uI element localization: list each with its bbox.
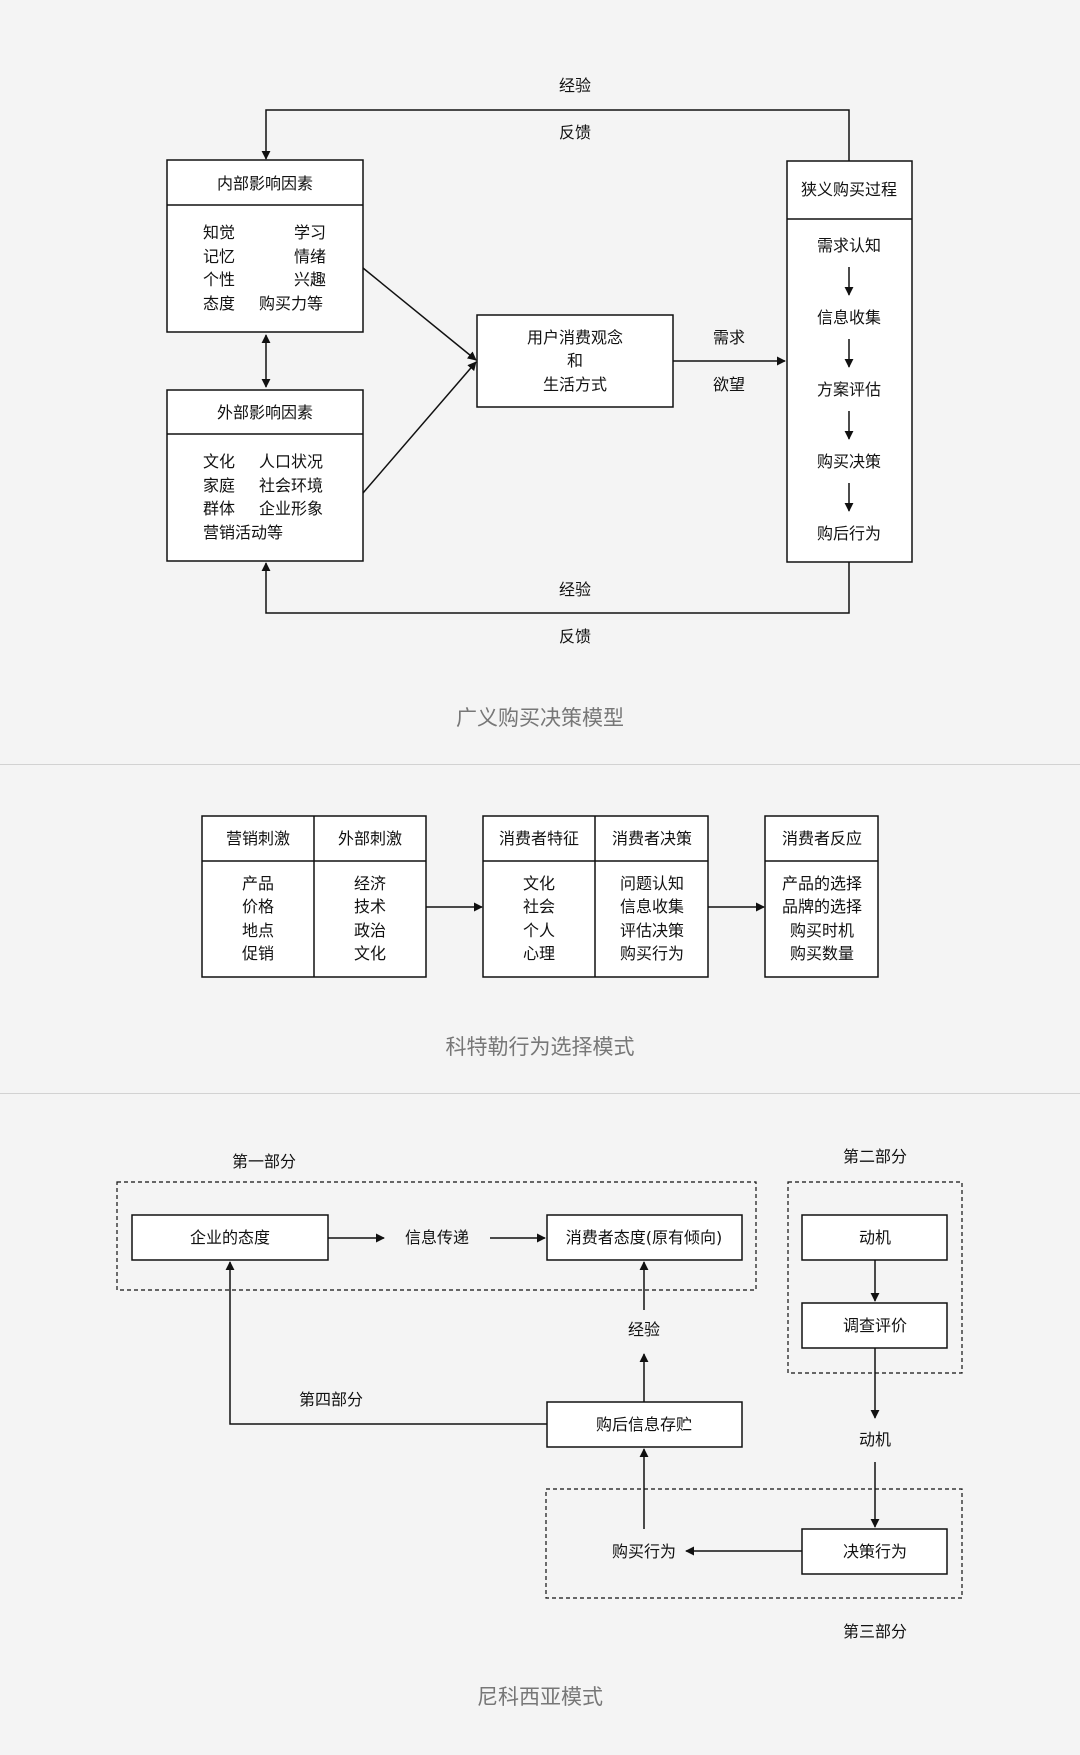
purchase-step: 购买决策 (816, 452, 882, 471)
box-item: 评估决策 (619, 921, 685, 940)
part3-region (545, 1488, 963, 1599)
response-box (764, 815, 879, 978)
bottom-feedback-label: 反馈 (558, 627, 592, 646)
box-item: 产品的选择 (781, 874, 863, 893)
box-item: 购买数量 (789, 944, 855, 963)
internal-item: 学习 (294, 223, 327, 242)
motive-box-label: 动机 (858, 1228, 892, 1247)
box-header: 消费者反应 (781, 829, 863, 848)
storage-label: 购后信息存贮 (595, 1415, 693, 1434)
box-item: 促销 (241, 944, 275, 963)
internal-item: 购买力等 (259, 294, 324, 313)
box-item: 信息收集 (619, 897, 685, 916)
external-factors-box (166, 389, 364, 562)
enterprise-box (131, 1214, 329, 1261)
box-item: 心理 (522, 944, 556, 963)
lifestyle-box (476, 314, 674, 408)
box-item: 品牌的选择 (781, 897, 863, 916)
lifestyle-line: 和 (566, 351, 584, 370)
box-item: 产品 (241, 874, 275, 893)
motive-label: 动机 (858, 1430, 892, 1449)
decision-label: 决策行为 (842, 1542, 908, 1561)
motive-box (801, 1214, 948, 1261)
part1-label: 第一部分 (231, 1152, 297, 1171)
box-item: 地点 (241, 921, 275, 940)
box-header: 外部刺激 (337, 829, 403, 848)
box-item: 文化 (522, 874, 556, 893)
lifestyle-line: 用户消费观念 (526, 328, 624, 347)
info-transfer-label: 信息传递 (404, 1228, 470, 1247)
box-item: 个人 (522, 921, 556, 940)
external-item: 群体 (203, 499, 236, 518)
box-item: 价格 (241, 897, 275, 916)
narrow-purchase-title: 狭义购买过程 (800, 180, 898, 199)
box-header: 消费者决策 (611, 829, 693, 848)
diagram1-caption: 广义购买决策模型 (456, 706, 624, 730)
top-experience-label: 经验 (558, 76, 592, 95)
internal-item: 兴趣 (294, 270, 327, 289)
diagram2-caption: 科特勒行为选择模式 (445, 1035, 635, 1059)
bottom-experience-label: 经验 (558, 580, 592, 599)
external-factors-title: 外部影响因素 (216, 403, 314, 422)
external-item: 人口状况 (259, 452, 324, 471)
internal-item: 态度 (203, 294, 236, 313)
diagram3-caption: 尼科西亚模式 (477, 1685, 603, 1709)
internal-factors-box (166, 159, 364, 333)
external-item: 社会环境 (259, 476, 324, 495)
purchase-behavior-label: 购买行为 (611, 1542, 677, 1561)
section-divider-2 (0, 1093, 1080, 1094)
consumer-attitude-box (546, 1214, 743, 1261)
box-header: 营销刺激 (225, 829, 291, 848)
survey-box (801, 1302, 948, 1349)
decision-box (801, 1528, 948, 1575)
experience-label: 经验 (627, 1320, 661, 1339)
top-feedback-label: 反馈 (558, 123, 592, 142)
purchase-step: 需求认知 (816, 236, 882, 255)
internal-item: 个性 (203, 270, 236, 289)
survey-label: 调查评价 (842, 1316, 908, 1335)
internal-item: 情绪 (294, 247, 327, 266)
box-item: 技术 (353, 897, 387, 916)
lifestyle-line: 生活方式 (542, 375, 608, 394)
internal-factors-title: 内部影响因素 (216, 174, 314, 193)
consumer-attitude-label: 消费者态度(原有倾向) (565, 1228, 723, 1247)
box-item: 政治 (353, 921, 387, 940)
box-item: 购买行为 (619, 944, 685, 963)
box-item: 社会 (522, 897, 556, 916)
part2-label: 第二部分 (842, 1147, 908, 1166)
external-item: 文化 (203, 452, 236, 471)
external-item: 企业形象 (259, 499, 324, 518)
box-item: 问题认知 (619, 874, 685, 893)
box-item: 购买时机 (789, 921, 855, 940)
desire-label: 欲望 (712, 375, 746, 394)
enterprise-attitude-label: 企业的态度 (189, 1228, 271, 1247)
need-label: 需求 (712, 328, 746, 347)
part1-region (116, 1181, 757, 1291)
box-item: 经济 (353, 874, 387, 893)
purchase-step: 信息收集 (816, 308, 882, 327)
purchase-step: 方案评估 (816, 380, 882, 399)
internal-item: 记忆 (203, 247, 236, 266)
external-item: 家庭 (203, 476, 236, 495)
section-divider-1 (0, 764, 1080, 765)
box-item: 文化 (353, 944, 387, 963)
purchase-step: 购后行为 (816, 524, 882, 543)
internal-item: 知觉 (203, 223, 236, 242)
part4-label: 第四部分 (298, 1390, 364, 1409)
part3-label: 第三部分 (842, 1622, 908, 1641)
box-header: 消费者特征 (498, 829, 580, 848)
external-item: 营销活动等 (203, 523, 284, 542)
